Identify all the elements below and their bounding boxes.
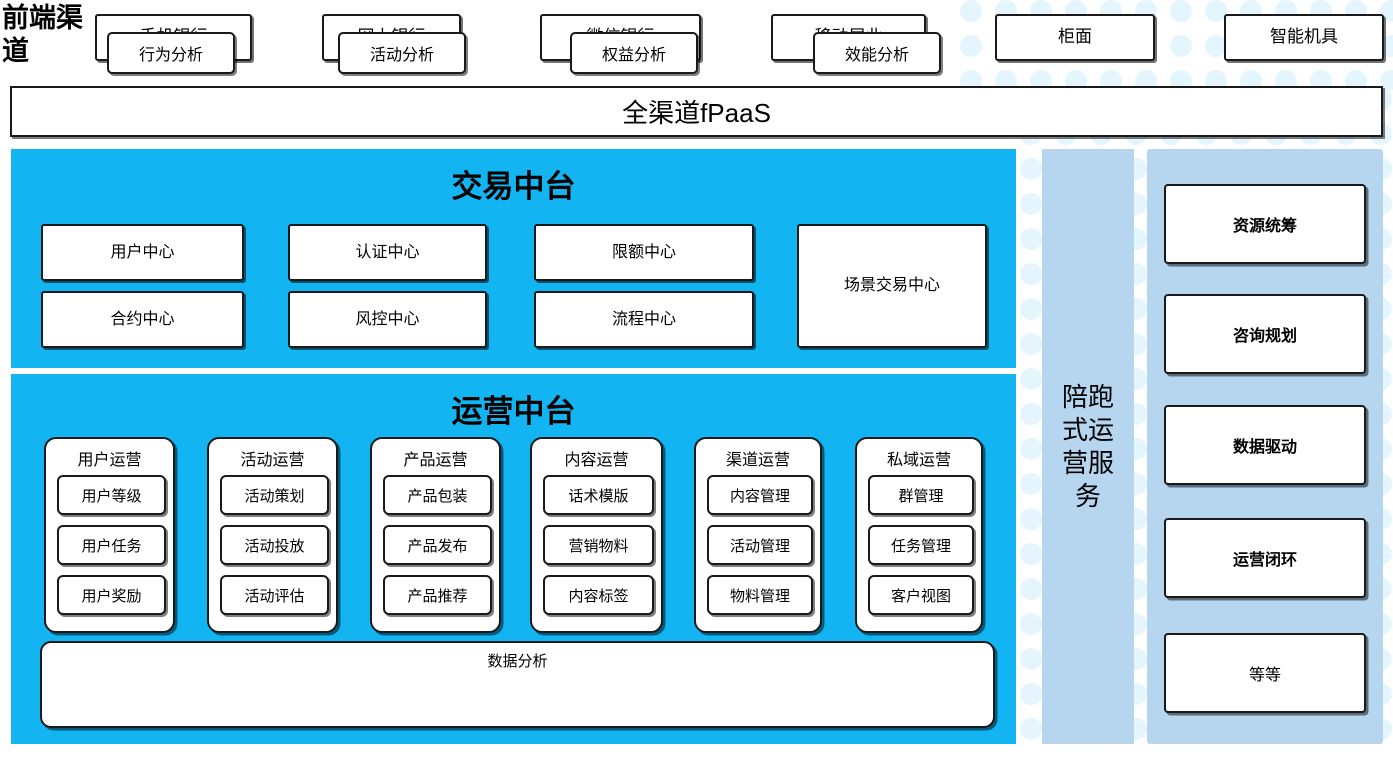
data-analysis-item-1[interactable]: 活动分析 <box>338 32 466 74</box>
capability-item-0[interactable]: 资源统筹 <box>1164 184 1366 264</box>
ops-group-title-1: 活动运营 <box>240 452 305 469</box>
data-analysis-item-0[interactable]: 行为分析 <box>107 32 235 74</box>
ops-group-title-5: 私域运营 <box>886 452 951 469</box>
ops-item-0-2[interactable]: 用户奖励 <box>57 575 166 615</box>
ops-group-5: 私域运营群管理任务管理客户视图 <box>855 437 983 633</box>
ops-item-4-2[interactable]: 物料管理 <box>707 575 813 615</box>
ops-group-title-0: 用户运营 <box>77 452 142 469</box>
ops-item-2-1[interactable]: 产品发布 <box>383 525 492 565</box>
ops-item-5-0[interactable]: 群管理 <box>868 475 974 515</box>
channel-box-4[interactable]: 柜面 <box>995 14 1155 61</box>
ops-item-3-2[interactable]: 内容标签 <box>543 575 654 615</box>
data-analysis-title: 数据分析 <box>487 653 548 670</box>
trade-node-0[interactable]: 用户中心 <box>41 224 244 281</box>
ops-group-4: 渠道运营内容管理活动管理物料管理 <box>694 437 822 633</box>
ops-item-0-1[interactable]: 用户任务 <box>57 525 166 565</box>
ops-item-1-0[interactable]: 活动策划 <box>220 475 329 515</box>
capability-item-3[interactable]: 运营闭环 <box>1164 518 1366 598</box>
capability-column: 资源统筹咨询规划数据驱动运营闭环等等 <box>1147 149 1383 744</box>
ops-item-1-1[interactable]: 活动投放 <box>220 525 329 565</box>
capability-item-1[interactable]: 咨询规划 <box>1164 294 1366 374</box>
ops-item-5-1[interactable]: 任务管理 <box>868 525 974 565</box>
ops-group-title-3: 内容运营 <box>564 452 629 469</box>
ops-item-2-0[interactable]: 产品包装 <box>383 475 492 515</box>
ops-group-2: 产品运营产品包装产品发布产品推荐 <box>370 437 501 633</box>
trade-node-5[interactable]: 流程中心 <box>534 291 754 348</box>
ops-item-3-0[interactable]: 话术模版 <box>543 475 654 515</box>
trade-center-title: 交易中台 <box>451 169 576 204</box>
ops-item-3-1[interactable]: 营销物料 <box>543 525 654 565</box>
channel-box-5[interactable]: 智能机具 <box>1224 14 1384 61</box>
ops-item-1-2[interactable]: 活动评估 <box>220 575 329 615</box>
ops-item-5-2[interactable]: 客户视图 <box>868 575 974 615</box>
ops-group-title-2: 产品运营 <box>403 452 468 469</box>
data-analysis-card: 数据分析 <box>40 641 995 728</box>
trade-node-1[interactable]: 认证中心 <box>288 224 487 281</box>
service-column: 陪跑式运营服务 <box>1042 149 1134 744</box>
ops-item-0-0[interactable]: 用户等级 <box>57 475 166 515</box>
data-analysis-item-3[interactable]: 效能分析 <box>813 32 941 74</box>
trade-node-2[interactable]: 限额中心 <box>534 224 754 281</box>
capability-item-4[interactable]: 等等 <box>1164 633 1366 713</box>
service-column-label: 陪跑式运营服务 <box>1061 381 1114 511</box>
ops-group-title-4: 渠道运营 <box>725 452 790 469</box>
trade-node-4[interactable]: 风控中心 <box>288 291 487 348</box>
ops-item-2-2[interactable]: 产品推荐 <box>383 575 492 615</box>
capability-item-2[interactable]: 数据驱动 <box>1164 405 1366 485</box>
ops-center-title: 运营中台 <box>451 394 576 429</box>
trade-node-6[interactable]: 场景交易中心 <box>797 224 987 348</box>
ops-item-4-1[interactable]: 活动管理 <box>707 525 813 565</box>
ops-group-0: 用户运营用户等级用户任务用户奖励 <box>44 437 175 633</box>
ops-group-1: 活动运营活动策划活动投放活动评估 <box>207 437 338 633</box>
trade-node-3[interactable]: 合约中心 <box>41 291 244 348</box>
fpaas-bar[interactable]: 全渠道fPaaS <box>10 86 1383 137</box>
data-analysis-item-2[interactable]: 权益分析 <box>570 32 698 74</box>
ops-group-3: 内容运营话术模版营销物料内容标签 <box>530 437 663 633</box>
ops-item-4-0[interactable]: 内容管理 <box>707 475 813 515</box>
frontend-channel-label: 前端渠道 <box>2 3 83 66</box>
